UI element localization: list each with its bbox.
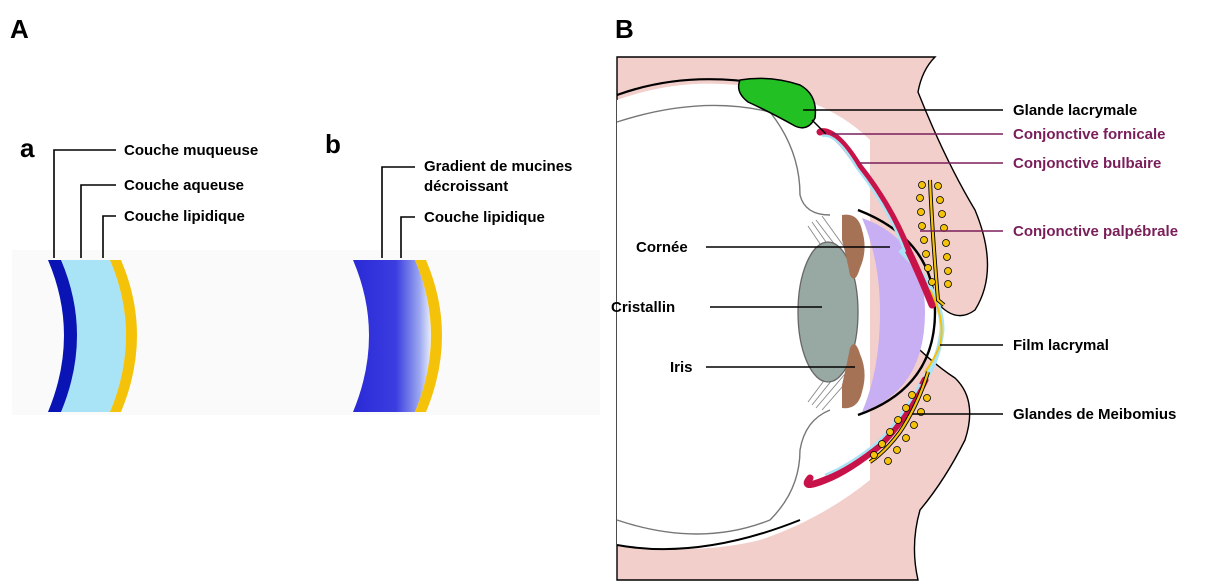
leader-mucin-gradient-b: [382, 167, 415, 258]
panel-b-letter: B: [615, 14, 634, 44]
label-glande-lacrymale: Glande lacrymale: [1013, 102, 1137, 119]
subpanel-a-letter: a: [20, 133, 35, 163]
label-couche-muqueuse: Couche muqueuse: [124, 142, 258, 159]
label-couche-lipidique-b: Couche lipidique: [424, 209, 545, 226]
label-gradient-mucines-line1: Gradient de mucines: [424, 158, 572, 175]
label-cornee: Cornée: [636, 239, 688, 256]
panel-a-letter: A: [10, 14, 29, 44]
label-couche-lipidique-a: Couche lipidique: [124, 208, 245, 225]
label-couche-aqueuse: Couche aqueuse: [124, 177, 244, 194]
label-conjonctive-palpebrale: Conjonctive palpébrale: [1013, 223, 1178, 240]
label-gradient-mucines-line2: décroissant: [424, 178, 508, 195]
label-conjonctive-fornicale: Conjonctive fornicale: [1013, 126, 1166, 143]
subpanel-b-letter: b: [325, 129, 341, 159]
label-film-lacrymal: Film lacrymal: [1013, 337, 1109, 354]
label-iris: Iris: [670, 359, 693, 376]
leader-aqueous-a: [81, 185, 116, 258]
label-conjonctive-bulbaire: Conjonctive bulbaire: [1013, 155, 1161, 172]
leader-mucus-a: [54, 150, 116, 258]
label-cristallin: Cristallin: [611, 299, 675, 316]
label-glandes-de-meibomius: Glandes de Meibomius: [1013, 406, 1176, 423]
